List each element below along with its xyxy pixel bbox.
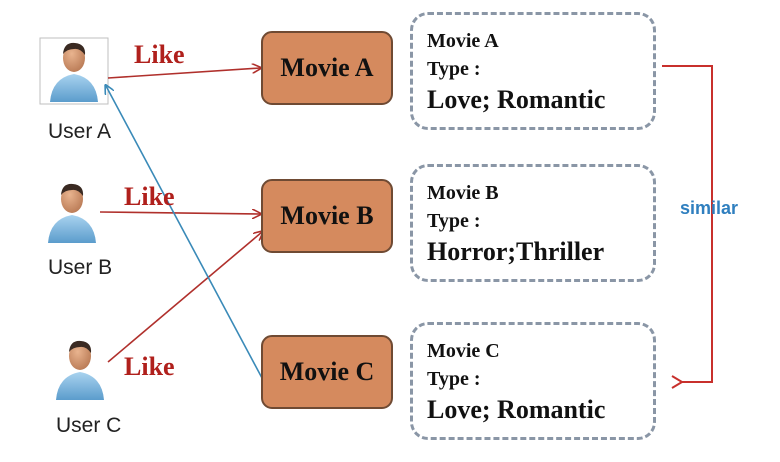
movie-b-info-title: Movie B [427,182,499,204]
like-label-user-b: Like [124,182,175,211]
movie-a-info-genre: Love; Romantic [427,85,606,114]
movie-a-info-type: Type : [427,58,481,80]
recommend-arrow-movie-c-user-a [106,86,263,379]
movie-b-info-type: Type : [427,210,481,232]
movie-c-info-title: Movie C [427,340,500,362]
person-body-icon [50,74,98,102]
person-hair-icon [63,42,86,55]
movie-c-info-type: Type : [427,368,481,390]
user-a-label: User A [48,120,112,143]
like-arrow-user-b-movie-b [99,212,260,214]
user-c-avatar [56,340,104,400]
movie-a-info-card: Movie A Type : Love; Romantic [410,12,656,130]
person-head-icon [63,44,85,72]
like-arrow-user-c-movie-b [107,232,262,363]
movie-b-node-shape [261,179,393,253]
similar-label: similar [680,198,739,218]
person-body-icon [56,372,104,400]
person-head-icon [69,342,91,370]
person-body-icon [48,215,96,243]
movie-b-info-card: Movie B Type : Horror;Thriller [410,164,656,282]
movie-a-node: Movie A [280,53,374,82]
person-hair-icon [61,183,84,196]
like-label-user-a: Like [134,40,185,69]
like-arrow-user-a-movie-a [107,68,260,79]
user-a-avatar [39,37,109,105]
movie-b-node: Movie B [280,201,374,230]
person-head-icon [61,185,83,213]
movie-a-info-title: Movie A [427,30,499,52]
user-c-label: User C [56,414,122,437]
movie-c-info-card: Movie C Type : Love; Romantic [410,322,656,440]
movie-a-node-shape [261,31,393,105]
person-hair-icon [69,340,92,353]
movie-c-node: Movie C [279,357,375,386]
movie-b-info-genre: Horror;Thriller [427,237,605,266]
movie-c-info-genre: Love; Romantic [427,395,606,424]
movie-c-node-shape [261,335,393,409]
similar-bracket-arrow [662,65,713,389]
like-label-user-c: Like [124,352,175,381]
user-b-avatar [48,183,96,243]
user-b-label: User B [48,256,113,279]
